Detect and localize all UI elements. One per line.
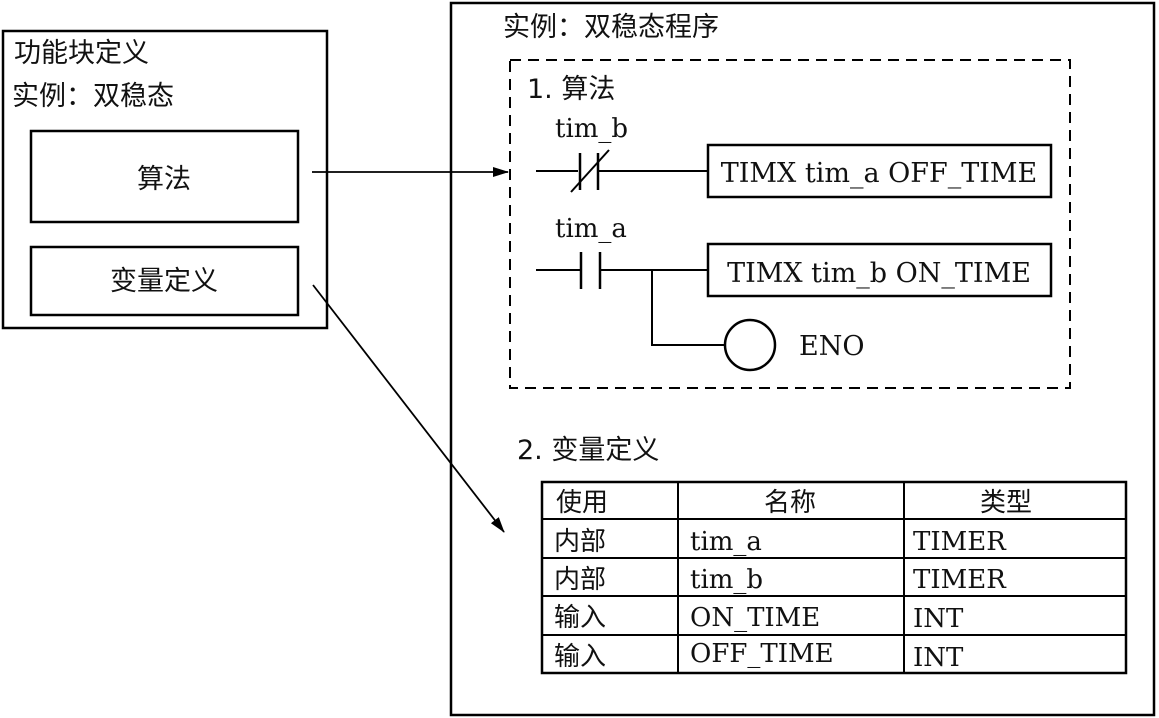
no-contact-tim-a xyxy=(579,252,602,289)
variable-table: 使用 名称 类型 内部 tim_a TIMER 内部 tim_b TIMER 输… xyxy=(540,480,1128,675)
variables-section-title: 2. 变量定义 xyxy=(517,435,659,466)
contact-tim-b-label: tim_b xyxy=(555,114,628,144)
table-cell-usage: 内部 xyxy=(554,565,606,595)
eno-label: ENO xyxy=(799,331,864,362)
table-cell-usage: 内部 xyxy=(554,527,606,557)
table-cell-usage: 输入 xyxy=(554,642,606,672)
timx-tim-b-block-label: TIMX tim_b ON_TIME xyxy=(727,258,1031,289)
timx-tim-a-block xyxy=(706,143,1053,199)
table-header-type: 类型 xyxy=(980,488,1032,518)
arrow-variables xyxy=(312,284,505,533)
table-cell-name: OFF_TIME xyxy=(690,639,834,669)
algorithm-box xyxy=(29,129,300,224)
table-header-name: 名称 xyxy=(764,488,816,518)
table-header-usage: 使用 xyxy=(556,488,608,518)
timx-tim-a-block-label: TIMX tim_a OFF_TIME xyxy=(721,158,1038,189)
contact-tim-a-label: tim_a xyxy=(555,214,627,244)
table-cell-name: ON_TIME xyxy=(690,603,820,633)
table-cell-name: tim_b xyxy=(690,565,763,595)
fb-definition-panel: 功能块定义 实例：双稳态 算法 变量定义 xyxy=(1,29,329,330)
program-panel: 实例：双稳态程序 1. 算法 tim_b TIMX tim_a OFF_TIME… xyxy=(449,1,1156,717)
algorithm-box-label: 算法 xyxy=(137,164,191,195)
table-cell-type: INT xyxy=(913,604,964,634)
table-cell-type: INT xyxy=(913,643,964,673)
table-cell-type: TIMER xyxy=(913,527,1007,557)
eno-coil xyxy=(723,318,777,372)
fb-definition-title: 功能块定义 xyxy=(14,38,149,69)
eno-branch-wire xyxy=(651,270,724,346)
algorithm-section-title: 1. 算法 xyxy=(527,74,615,105)
program-frame xyxy=(449,1,1156,717)
algorithm-section-frame xyxy=(509,59,1071,389)
timx-tim-b-block xyxy=(706,242,1053,298)
table-cell-usage: 输入 xyxy=(554,603,606,633)
table-cell-type: TIMER xyxy=(913,565,1007,595)
variable-table-frame xyxy=(540,480,1128,675)
fb-definition-example: 实例：双稳态 xyxy=(12,81,174,112)
table-cell-name: tim_a xyxy=(690,527,762,557)
fb-definition-frame xyxy=(1,29,329,330)
variables-box-label: 变量定义 xyxy=(110,266,218,297)
program-title: 实例：双稳态程序 xyxy=(503,12,719,43)
variables-box xyxy=(29,245,300,317)
